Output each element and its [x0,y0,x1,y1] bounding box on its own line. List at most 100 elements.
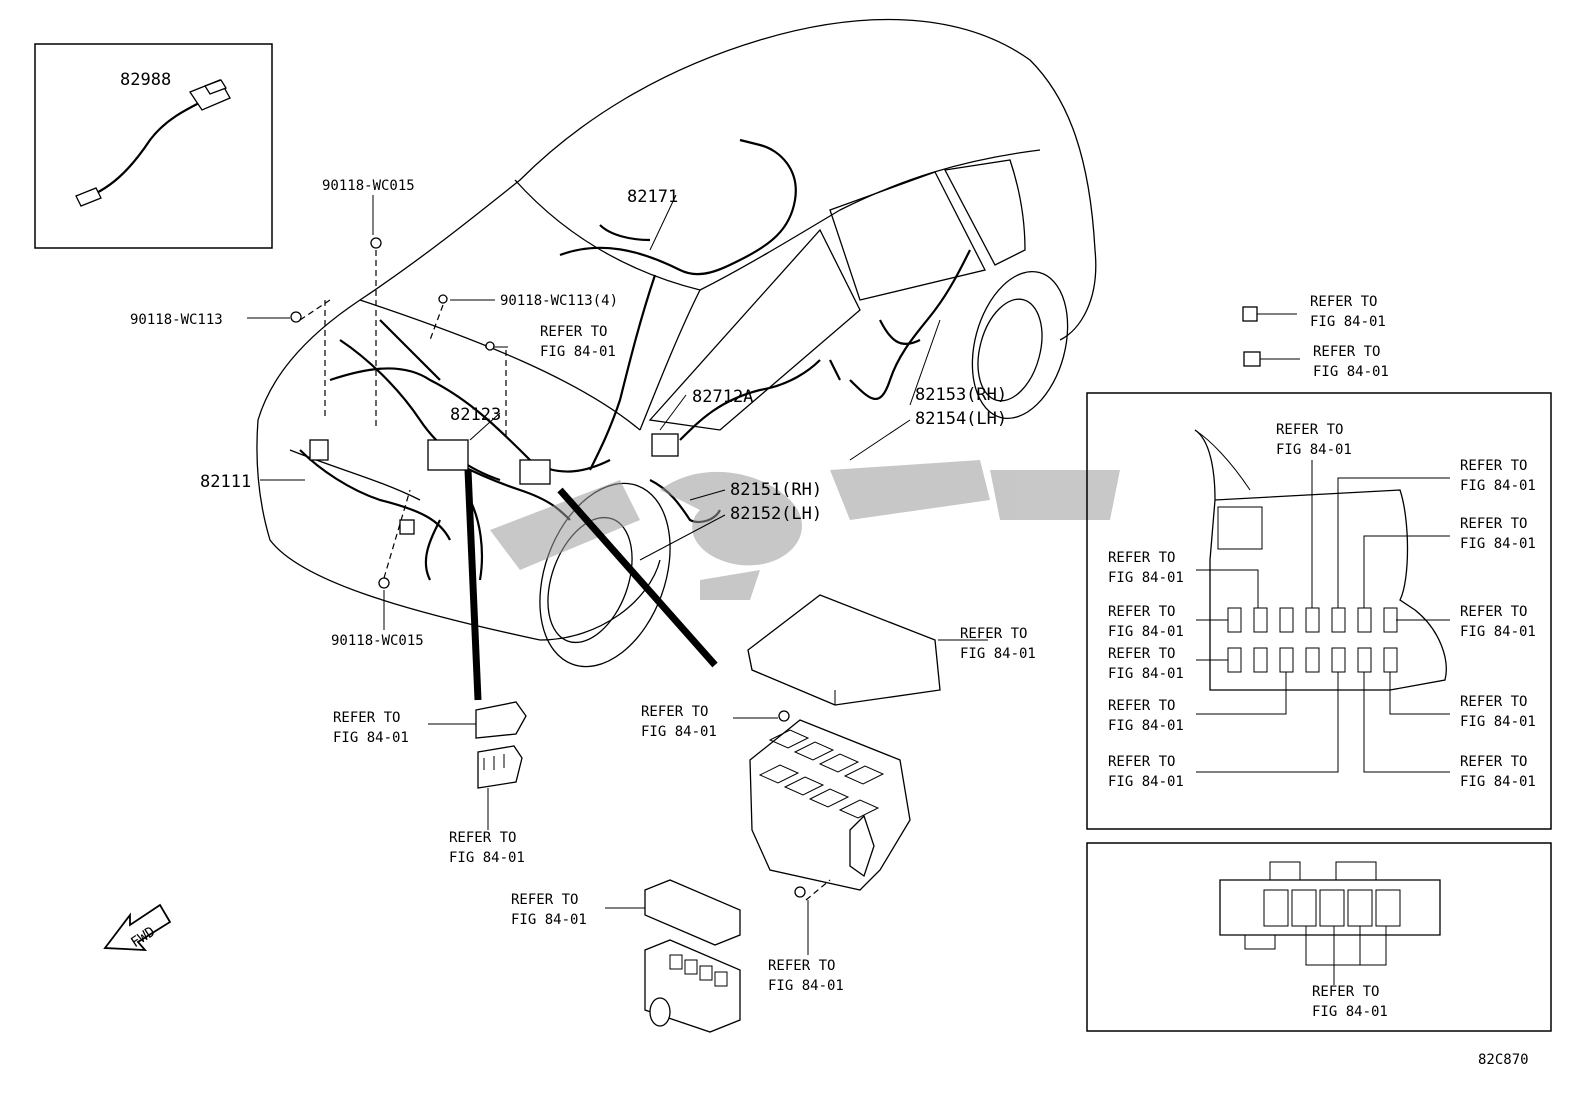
refer-line2: FIG 84-01 [449,850,525,866]
refer-line1: REFER TO [768,958,835,974]
refer-callout: REFER TO FIG 84-01 [540,324,616,360]
refer-line1: REFER TO [1312,984,1379,1000]
refer-line1: REFER TO [641,704,708,720]
refer-line2: FIG 84-01 [1108,774,1184,790]
refer-callout: REFER TO FIG 84-01 [1108,646,1184,682]
inset-82988: 82988 [34,43,273,249]
bolt-icon [778,710,790,722]
refer-line1: REFER TO [1108,754,1175,770]
part-number-82151: 82151(RH) [730,480,822,500]
refer-callout: REFER TO FIG 84-01 [1108,698,1184,734]
part-number-clip-left: 90118-WC113 [130,312,223,328]
relay-block-inset [1086,842,1552,1032]
fasteners [290,237,507,589]
part-number-82152: 82152(LH) [730,504,822,524]
small-relays [1242,306,1300,367]
relay-icon [1242,306,1258,322]
relay-block-small [428,701,527,830]
part-labels: 82171 82712A 82123 82111 82153(RH) 82154… [130,178,1007,649]
refer-line1: REFER TO [1276,422,1343,438]
refer-line2: FIG 84-01 [1108,570,1184,586]
refer-callout: REFER TO FIG 84-01 [768,958,844,994]
refer-line2: FIG 84-01 [1108,666,1184,682]
part-number-clip-top: 90118-WC113(4) [500,293,618,309]
refer-line1: REFER TO [1460,516,1527,532]
refer-line2: FIG 84-01 [1312,1004,1388,1020]
refer-line2: FIG 84-01 [1460,536,1536,552]
refer-callout: REFER TO FIG 84-01 [511,892,587,928]
refer-callout: REFER TO FIG 84-01 [1460,694,1536,730]
relay-icon [1243,351,1261,367]
refer-callout: REFER TO FIG 84-01 [1310,294,1386,330]
refer-line2: FIG 84-01 [1460,714,1536,730]
refer-line1: REFER TO [540,324,607,340]
refer-line2: FIG 84-01 [1460,624,1536,640]
part-number-82154: 82154(LH) [915,409,1007,429]
refer-callout: REFER TO FIG 84-01 [1313,344,1389,380]
part-number-bolt-top: 90118-WC015 [322,178,415,194]
refer-line2: FIG 84-01 [641,724,717,740]
part-number-bolt-bottom: 90118-WC015 [331,633,424,649]
bolt-icon [794,886,806,898]
refer-line2: FIG 84-01 [1310,314,1386,330]
refer-callout: REFER TO FIG 84-01 [1108,754,1184,790]
bolt-icon [370,237,382,249]
part-number-82153: 82153(RH) [915,385,1007,405]
refer-line2: FIG 84-01 [1276,442,1352,458]
refer-callout: REFER TO FIG 84-01 [1312,984,1388,1020]
refer-line1: REFER TO [960,626,1027,642]
part-number-82171: 82171 [627,187,678,207]
small-fuse-box [605,879,741,1033]
refer-line2: FIG 84-01 [1313,364,1389,380]
refer-line2: FIG 84-01 [768,978,844,994]
part-number-82988: 82988 [120,70,171,90]
refer-callouts: REFER TO FIG 84-01 REFER TO FIG 84-01 REFE… [333,294,1536,1020]
refer-line2: FIG 84-01 [511,912,587,928]
refer-callout: REFER TO FIG 84-01 [1108,604,1184,640]
refer-callout: REFER TO FIG 84-01 [1108,550,1184,586]
refer-line2: FIG 84-01 [1460,478,1536,494]
part-number-82111: 82111 [200,472,251,492]
refer-line1: REFER TO [1460,754,1527,770]
clip-icon [485,341,495,351]
refer-callout: REFER TO FIG 84-01 [1460,458,1536,494]
fwd-arrow-icon: FWD [103,903,172,951]
refer-line1: REFER TO [1108,604,1175,620]
junction-block-inset [1086,392,1552,830]
refer-line1: REFER TO [1108,550,1175,566]
refer-line1: REFER TO [1460,458,1527,474]
refer-line2: FIG 84-01 [1108,718,1184,734]
refer-callout: REFER TO FIG 84-01 [641,704,717,740]
refer-callout: REFER TO FIG 84-01 [960,626,1036,662]
refer-callout: REFER TO FIG 84-01 [1276,422,1352,458]
refer-line2: FIG 84-01 [960,646,1036,662]
refer-callout: REFER TO FIG 84-01 [1460,516,1536,552]
refer-callout: REFER TO FIG 84-01 [333,710,409,746]
refer-line1: REFER TO [1313,344,1380,360]
refer-line1: REFER TO [449,830,516,846]
refer-line1: REFER TO [333,710,400,726]
refer-line2: FIG 84-01 [333,730,409,746]
watermark [490,460,1120,600]
refer-line2: FIG 84-01 [540,344,616,360]
refer-line1: REFER TO [1310,294,1377,310]
refer-callout: REFER TO FIG 84-01 [449,830,525,866]
part-number-82123: 82123 [450,405,501,425]
refer-line1: REFER TO [1108,698,1175,714]
refer-line2: FIG 84-01 [1460,774,1536,790]
refer-line1: REFER TO [1460,694,1527,710]
clip-icon [290,311,302,323]
fuse-slot-row-bottom [1227,647,1398,673]
refer-callout: REFER TO FIG 84-01 [1460,754,1536,790]
refer-line1: REFER TO [1108,646,1175,662]
refer-line1: REFER TO [511,892,578,908]
leader-lines [247,194,941,701]
refer-line2: FIG 84-01 [1108,624,1184,640]
part-number-82712a: 82712A [692,387,753,407]
clip-icon [438,294,448,304]
bolt-icon [378,577,390,589]
drawing-code: 82C870 [1478,1052,1529,1068]
fuse-box [733,594,988,955]
